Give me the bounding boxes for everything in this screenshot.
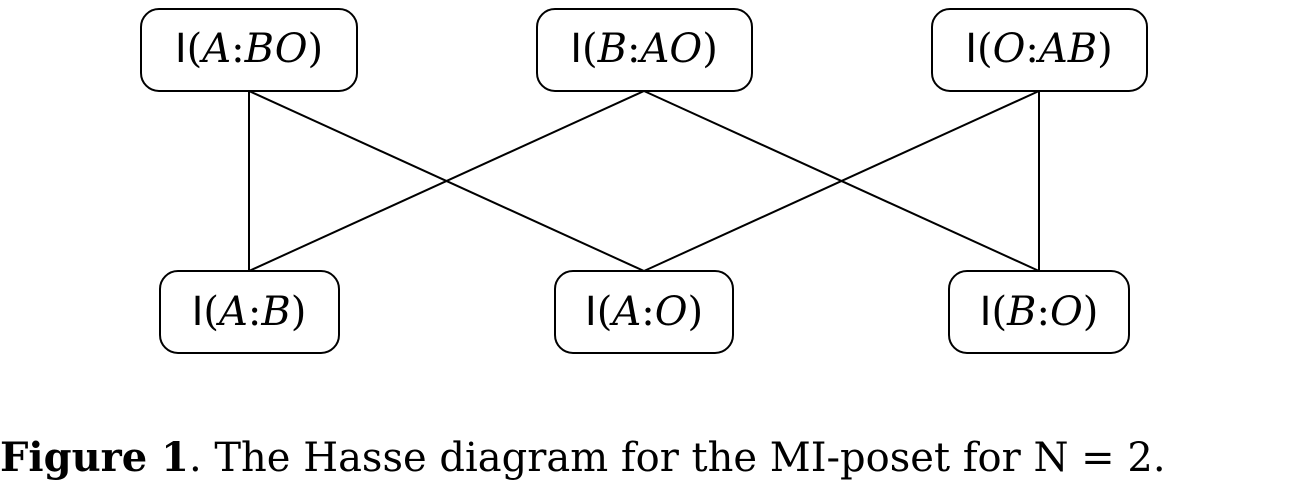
node-function: I xyxy=(175,26,187,72)
node-open-paren: ( xyxy=(582,26,598,72)
node-right-operand: AB xyxy=(1035,26,1097,72)
svg-text:I(A:O): I(A:O) xyxy=(585,289,703,335)
node-close-paren: ) xyxy=(308,26,324,72)
node-left-operand: B xyxy=(597,26,627,72)
node-close-paren: ) xyxy=(1097,26,1113,72)
node-close-paren: ) xyxy=(687,289,703,335)
edge-I_B_AO-I_A_B xyxy=(248,90,645,272)
node-open-paren: ( xyxy=(977,26,993,72)
svg-text:I(B:O): I(B:O) xyxy=(980,289,1099,335)
node-left-operand: A xyxy=(198,26,231,72)
node-open-paren: ( xyxy=(203,289,219,335)
node-left-operand: A xyxy=(215,289,248,335)
node-left-operand: B xyxy=(1006,289,1036,335)
node-I-B-O: I(B:O) xyxy=(948,270,1130,354)
node-function: I xyxy=(192,289,204,335)
node-separator: : xyxy=(248,289,261,335)
node-function: I xyxy=(980,289,992,335)
node-I-A-B: I(A:B) xyxy=(159,270,340,354)
node-I-B-AO: I(B:AO) xyxy=(536,8,753,92)
figure-caption: Figure 1. The Hasse diagram for the MI-p… xyxy=(0,428,1301,488)
caption-text: . The Hasse diagram for the MI-poset for… xyxy=(188,435,1166,481)
node-I-A-O: I(A:O) xyxy=(554,270,734,354)
node-I-A-BO: I(A:BO) xyxy=(140,8,358,92)
node-separator: : xyxy=(627,26,640,72)
node-separator: : xyxy=(231,26,244,72)
svg-text:I(A:B): I(A:B) xyxy=(192,289,307,335)
node-close-paren: ) xyxy=(291,289,307,335)
node-close-paren: ) xyxy=(1083,289,1099,335)
node-open-paren: ( xyxy=(187,26,203,72)
node-separator: : xyxy=(1036,289,1049,335)
node-left-operand: A xyxy=(608,289,641,335)
diagram-edges xyxy=(248,90,1040,272)
node-open-paren: ( xyxy=(597,289,613,335)
node-separator: : xyxy=(1025,26,1038,72)
node-right-operand: B xyxy=(260,289,290,335)
edge-I_O_AB-I_A_O xyxy=(643,90,1040,272)
svg-text:I(O:AB): I(O:AB) xyxy=(965,26,1113,72)
node-right-operand: O xyxy=(655,289,688,335)
node-close-paren: ) xyxy=(702,26,718,72)
node-separator: : xyxy=(641,289,654,335)
node-right-operand: AO xyxy=(637,26,703,72)
node-function: I xyxy=(585,289,597,335)
node-open-paren: ( xyxy=(991,289,1007,335)
node-function: I xyxy=(965,26,977,72)
figure-label: Figure 1 xyxy=(0,434,189,481)
node-right-operand: BO xyxy=(244,26,308,72)
node-left-operand: O xyxy=(993,26,1026,72)
svg-text:I(B:AO): I(B:AO) xyxy=(570,26,718,72)
svg-text:I(A:BO): I(A:BO) xyxy=(175,26,323,72)
node-right-operand: O xyxy=(1050,289,1083,335)
node-function: I xyxy=(570,26,582,72)
node-I-O-AB: I(O:AB) xyxy=(931,8,1148,92)
